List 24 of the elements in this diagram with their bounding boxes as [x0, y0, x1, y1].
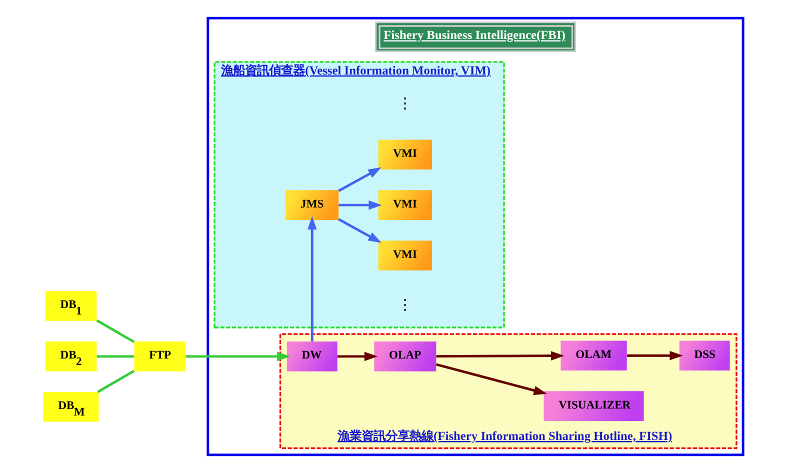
node-box: VMI: [378, 240, 432, 270]
arrow: [336, 352, 378, 362]
connector: [96, 370, 134, 393]
arrow: [626, 350, 682, 360]
node-box: VMI: [378, 190, 432, 220]
node-box: VMI: [378, 140, 432, 170]
arrow: [338, 167, 381, 192]
node-box: DW: [286, 342, 337, 372]
connector: [96, 355, 134, 358]
label: ⋮: [397, 298, 412, 314]
node-box: VISUALIZER: [543, 391, 644, 421]
arrow: [185, 352, 290, 362]
node-box: DSS: [678, 340, 730, 370]
arrow: [338, 200, 382, 210]
arrow: [436, 351, 564, 360]
arrow: [338, 218, 381, 243]
label: ⋮: [397, 96, 412, 112]
node-box: JMS: [285, 190, 338, 220]
node-box: FTP: [134, 342, 186, 372]
node-box: OLAM: [560, 340, 626, 370]
arrow: [306, 216, 316, 342]
node-box: OLAP: [374, 342, 436, 372]
connector: [96, 319, 134, 344]
arrow: [435, 363, 547, 395]
